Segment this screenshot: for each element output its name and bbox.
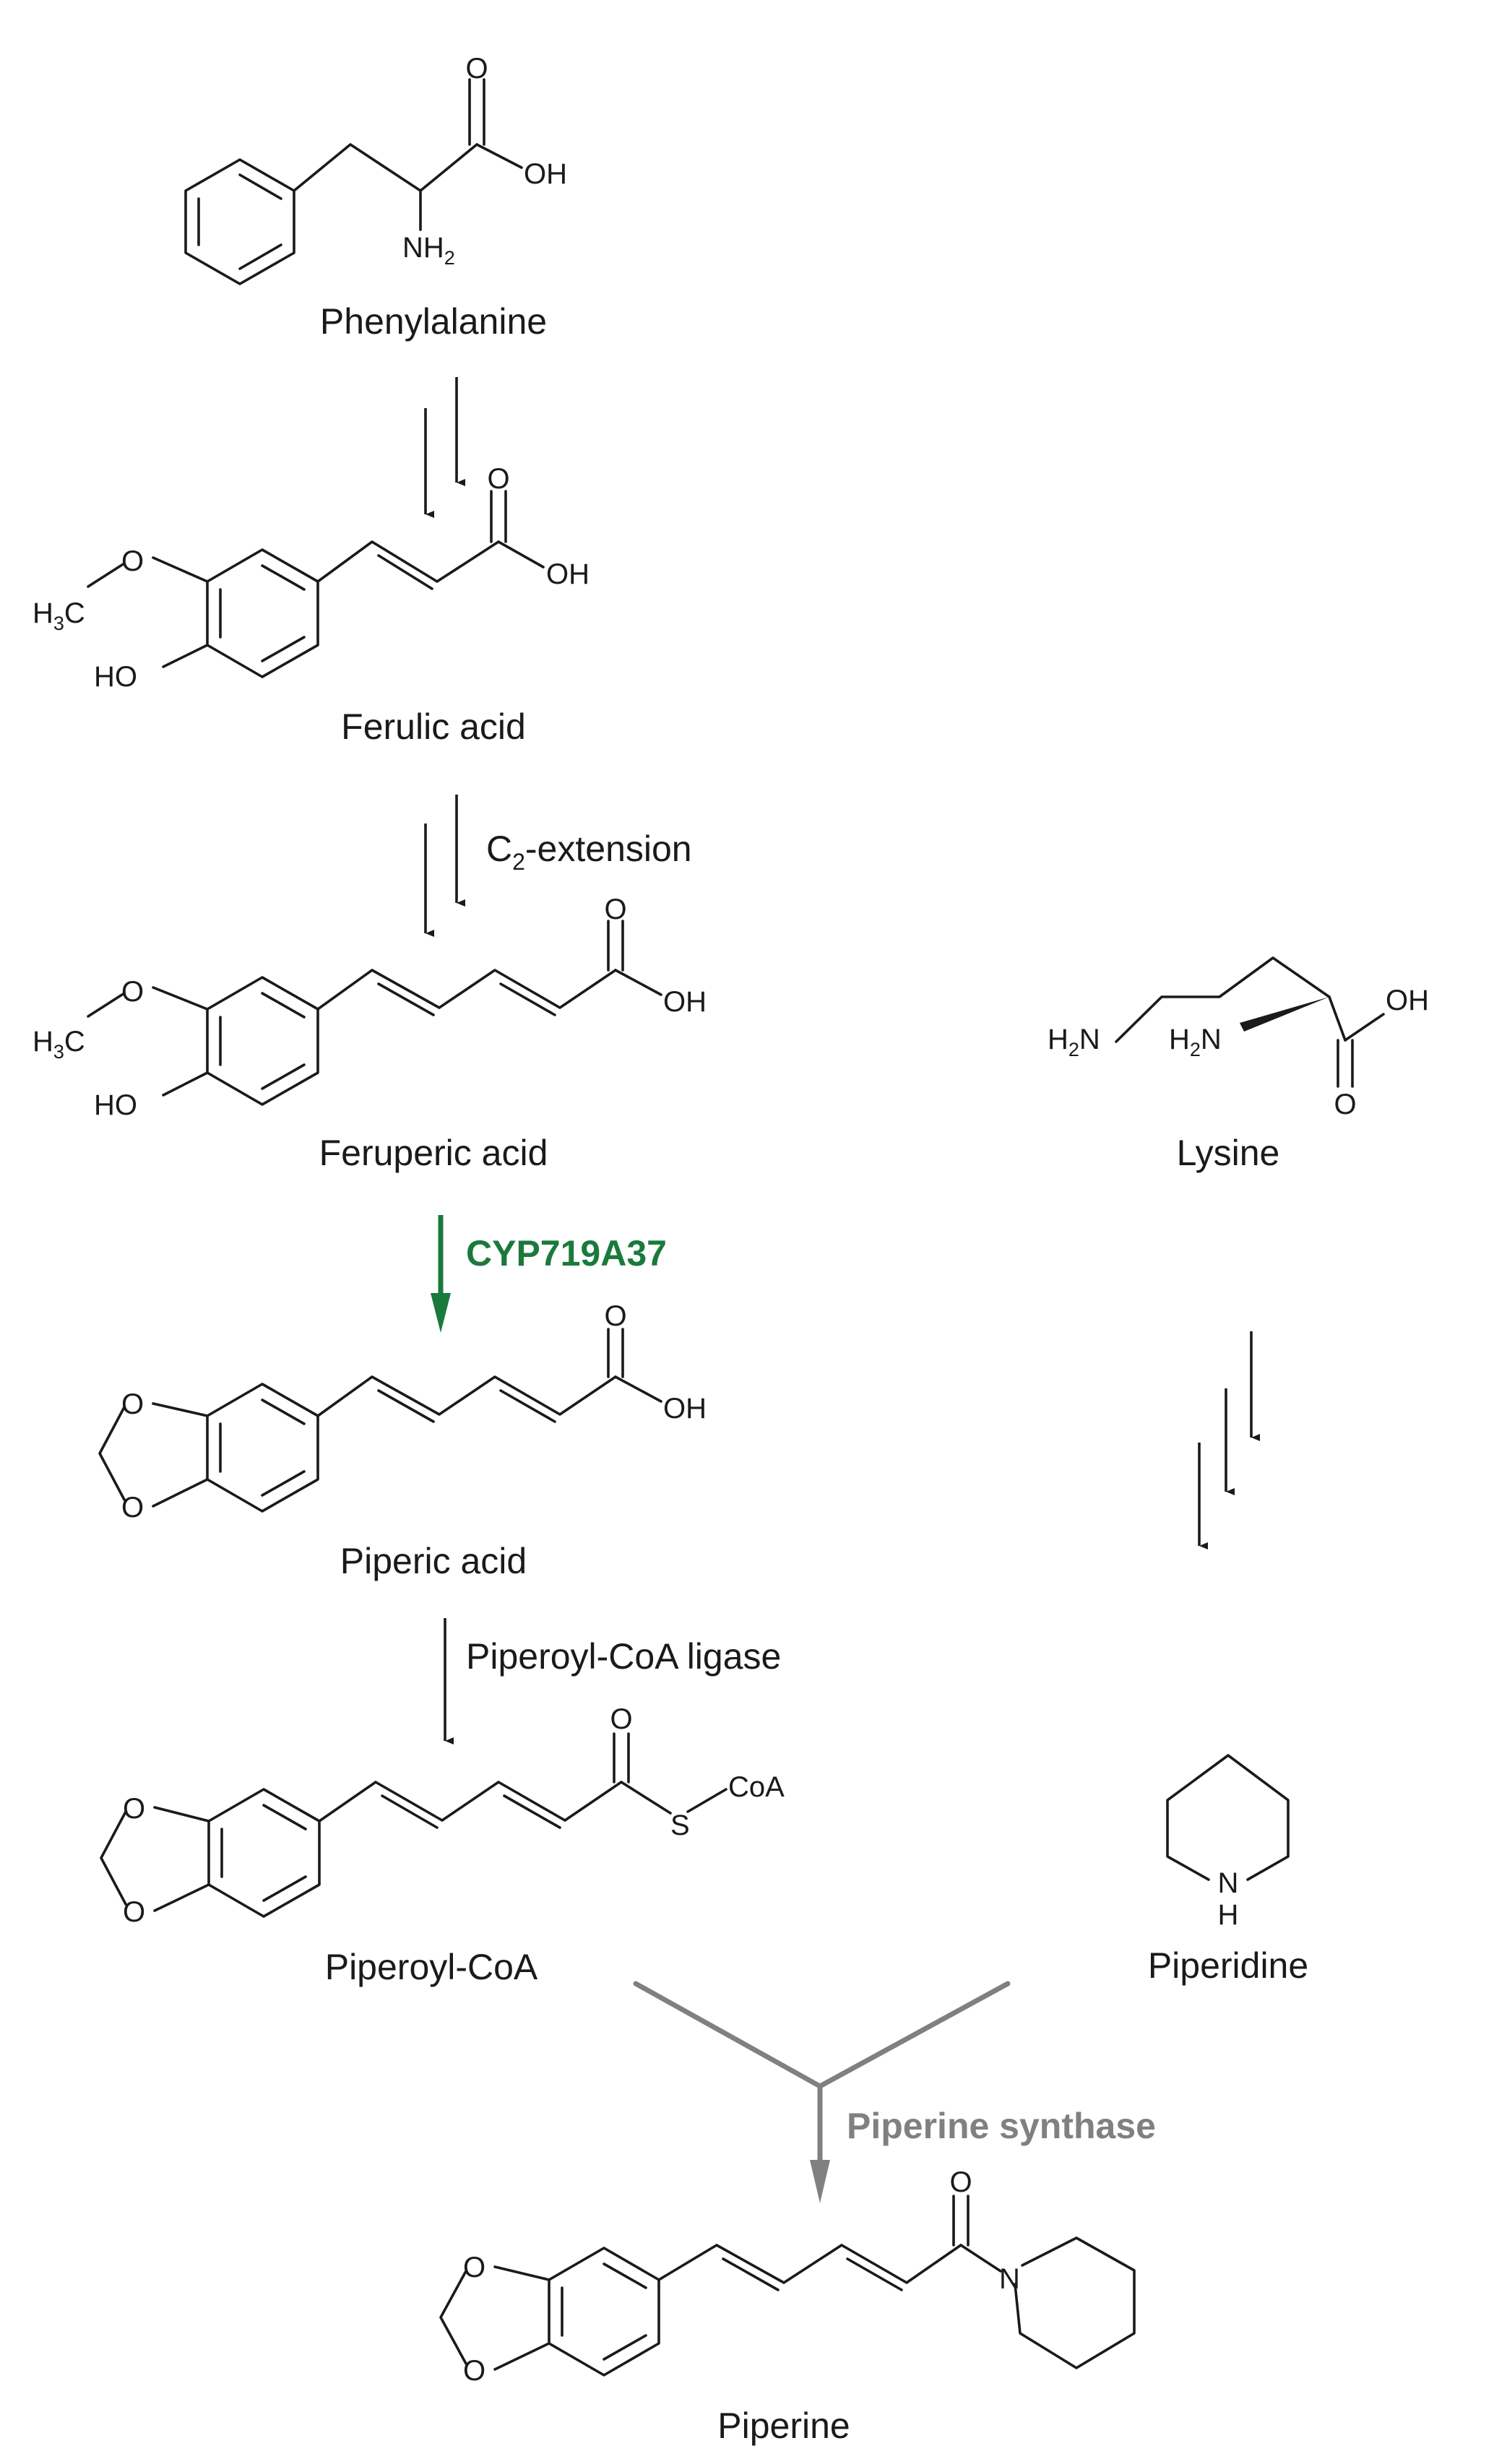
phenylalanine-name: Phenylalanine	[320, 301, 547, 342]
ring-nitrogen-label: N	[1218, 1867, 1239, 1899]
hydroxyl-label: OH	[546, 558, 590, 590]
epsilon-amine-label: H2N	[1048, 1024, 1100, 1060]
dioxole-oxygen-top: O	[121, 1388, 144, 1420]
alpha-amine-label: H2N	[1169, 1024, 1222, 1060]
carbonyl-oxygen-label: O	[604, 894, 626, 925]
piperine-structure: O N O O	[439, 2166, 1136, 2387]
cyp719a37-label: CYP719A37	[466, 1233, 667, 1274]
piperoyl-coa-structure: O S CoA O O	[100, 1703, 785, 1928]
methoxy-oxygen-label: O	[121, 545, 144, 577]
dioxole-oxygen-bottom: O	[123, 1896, 145, 1928]
dioxole-oxygen-top: O	[463, 2252, 485, 2283]
c2-extension-arrows	[424, 795, 465, 937]
ferulic-acid-name: Ferulic acid	[341, 706, 526, 747]
feruperic-acid-name: Feruperic acid	[319, 1133, 548, 1173]
piperidine-structure: N H	[1166, 1754, 1290, 1931]
ring-hydrogen-label: H	[1218, 1899, 1239, 1931]
amide-oxygen-label: O	[949, 2166, 972, 2198]
thioester-oxygen-label: O	[610, 1703, 632, 1735]
carbonyl-oxygen-label: O	[604, 1300, 626, 1332]
amine-label: NH2	[402, 232, 455, 269]
hydroxyl-label: OH	[663, 986, 707, 1018]
cyp719a37-arrow	[431, 1215, 451, 1333]
piperine-name: Piperine	[717, 2405, 850, 2446]
phenylalanine-structure: O OH NH2	[184, 53, 567, 285]
piperine-synthase-arrow	[633, 1981, 1011, 2203]
feruperic-acid-structure: O OH O H3C HO	[33, 894, 707, 1121]
phenol-label: HO	[94, 1089, 137, 1121]
piperic-acid-structure: O OH O O	[98, 1300, 707, 1523]
carbonyl-oxygen-label: O	[1334, 1089, 1356, 1120]
hydroxyl-label: OH	[1386, 985, 1429, 1016]
methyl-label: H3C	[33, 597, 85, 634]
amide-nitrogen-label: N	[999, 2263, 1020, 2295]
ferulic-acid-structure: O OH O H3C HO	[33, 463, 590, 693]
ligase-label: Piperoyl-CoA ligase	[466, 1636, 781, 1677]
lysine-name: Lysine	[1177, 1133, 1280, 1173]
dioxole-oxygen-bottom: O	[463, 2355, 485, 2387]
coa-label: CoA	[728, 1771, 785, 1803]
dioxole-oxygen-bottom: O	[121, 1492, 144, 1523]
piperoyl-coa-name: Piperoyl-CoA	[325, 1947, 538, 1987]
lysine-wedge-bond	[1240, 997, 1329, 1032]
multistep-arrows-lysine	[1198, 1331, 1260, 1549]
dioxole-oxygen-top: O	[123, 1793, 145, 1825]
methyl-label: H3C	[33, 1026, 85, 1063]
piperine-synthase-label: Piperine synthase	[847, 2106, 1156, 2146]
carbonyl-oxygen-label: O	[465, 53, 488, 85]
piperidine-name: Piperidine	[1148, 1945, 1308, 1986]
lysine-structure: H2N H2N OH O	[1048, 956, 1429, 1120]
phenol-label: HO	[94, 661, 137, 693]
methoxy-oxygen-label: O	[121, 976, 144, 1008]
sulfur-label: S	[670, 1810, 690, 1841]
multistep-arrows-1	[424, 377, 465, 518]
piperic-acid-name: Piperic acid	[340, 1541, 527, 1581]
carbonyl-oxygen-label: O	[487, 463, 509, 495]
hydroxyl-label: OH	[663, 1393, 707, 1425]
hydroxyl-label: OH	[524, 158, 567, 190]
c2-extension-label: C2-extension	[486, 829, 692, 875]
